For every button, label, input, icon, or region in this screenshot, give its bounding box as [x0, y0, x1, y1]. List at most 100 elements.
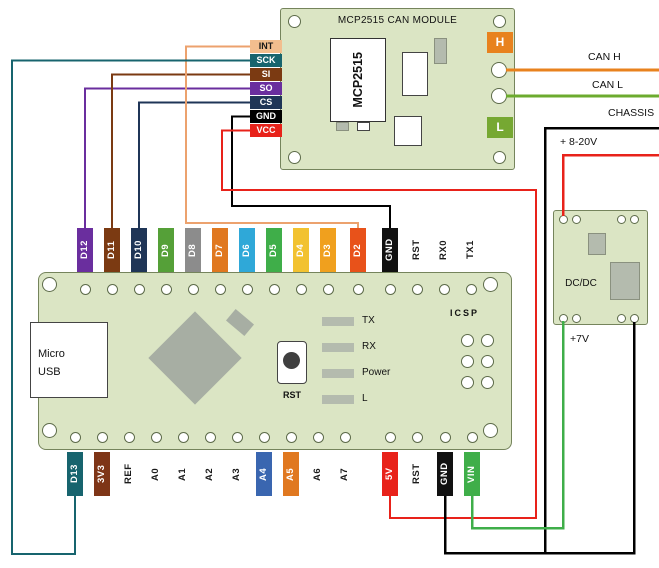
nano-top-pin-d2: D2	[350, 228, 366, 272]
reset-button-cap	[283, 352, 300, 369]
supply-input-label: + 8-20V	[560, 136, 598, 148]
mcp-pin-sck: SCK	[250, 54, 282, 67]
pin-hole	[491, 62, 507, 78]
mcp-pin-cs: CS	[250, 96, 282, 109]
reset-label: RST	[283, 390, 301, 400]
nano-top-pin-d10: D10	[131, 228, 147, 272]
led-label-l: L	[362, 393, 368, 404]
wire-si-to-d11	[111, 73, 252, 234]
pin-hole	[384, 283, 396, 295]
icsp-label: ICSP	[450, 308, 480, 318]
mcp-pin-gnd: GND	[250, 110, 282, 123]
pin-hole	[177, 431, 189, 443]
pin-hole	[411, 283, 423, 295]
nano-bottom-pin-a5: A5	[283, 452, 299, 496]
smd-component	[402, 52, 428, 96]
nano-bottom-pin-5v: 5V	[382, 452, 398, 496]
nano-bottom-pin-a7: A7	[339, 467, 350, 481]
nano-bottom-pin-d13: D13	[67, 452, 83, 496]
pin-hole	[629, 214, 639, 224]
pin-hole	[322, 283, 334, 295]
pin-hole	[258, 431, 270, 443]
nano-bottom-pin-a1: A1	[177, 467, 188, 481]
nano-bottom-pin-3v3: 3V3	[94, 452, 110, 496]
pin-hole	[616, 313, 626, 323]
pin-hole	[411, 431, 423, 443]
pin-hole	[460, 333, 474, 347]
smd-component	[357, 122, 370, 131]
nano-bottom-pin-a4: A4	[256, 452, 272, 496]
dcdc-label: DC/DC	[565, 278, 597, 289]
pin-hole	[480, 354, 494, 368]
led-bar-tx	[322, 317, 354, 326]
pin-hole	[482, 276, 498, 292]
nano-bottom-pin-a2: A2	[204, 467, 215, 481]
pin-hole	[241, 283, 253, 295]
nano-top-pin-d12: D12	[77, 228, 93, 272]
nano-top-pin-tx1: TX1	[465, 240, 476, 260]
nano-bottom-pin-vin: VIN	[464, 452, 480, 496]
micro-usb-label: Micro USB	[38, 348, 65, 378]
pin-hole	[466, 431, 478, 443]
pin-hole	[558, 313, 568, 323]
pin-hole	[439, 431, 451, 443]
can-h-label: CAN H	[588, 51, 621, 63]
pin-hole	[79, 283, 91, 295]
can-terminal-l: L	[487, 117, 513, 138]
pin-hole	[106, 283, 118, 295]
nano-bottom-pin-a3: A3	[231, 467, 242, 481]
pin-hole	[465, 283, 477, 295]
pin-hole	[41, 422, 57, 438]
nano-top-pin-d5: D5	[266, 228, 282, 272]
wire-so-to-d12	[84, 87, 252, 234]
nano-bottom-pin-a0: A0	[150, 467, 161, 481]
nano-top-pin-gnd: GND	[382, 228, 398, 272]
pin-hole	[150, 431, 162, 443]
pin-hole	[287, 150, 301, 164]
pin-hole	[492, 150, 506, 164]
pin-hole	[571, 214, 581, 224]
mcp-pin-vcc: VCC	[250, 124, 282, 137]
pin-hole	[160, 283, 172, 295]
mcp-module-title: MCP2515 CAN MODULE	[337, 15, 458, 26]
pin-hole	[460, 354, 474, 368]
pin-hole	[133, 283, 145, 295]
mcp-pin-si: SI	[250, 68, 282, 81]
pin-hole	[352, 283, 364, 295]
nano-top-pin-d11: D11	[104, 228, 120, 272]
pin-hole	[616, 214, 626, 224]
pin-hole	[204, 431, 216, 443]
smd-component	[336, 122, 349, 131]
pin-hole	[571, 313, 581, 323]
nano-top-pin-d3: D3	[320, 228, 336, 272]
pin-hole	[187, 283, 199, 295]
pin-hole	[558, 214, 568, 224]
wire-chassis	[543, 126, 659, 553]
can-l-label: CAN L	[592, 79, 623, 91]
mcp2515-chip-label: MCP2515	[351, 52, 365, 108]
led-bar-l	[322, 395, 354, 404]
led-bar-power	[322, 369, 354, 378]
pin-hole	[480, 375, 494, 389]
nano-bottom-pin-gnd: GND	[437, 452, 453, 496]
led-label-rx: RX	[362, 341, 376, 352]
chassis-label: CHASSIS	[608, 107, 655, 119]
nano-top-pin-d7: D7	[212, 228, 228, 272]
pin-hole	[438, 283, 450, 295]
pin-hole	[492, 14, 506, 28]
pin-hole	[268, 283, 280, 295]
smd-component	[434, 38, 447, 64]
mcp-pin-so: SO	[250, 82, 282, 95]
pin-hole	[491, 88, 507, 104]
pin-hole	[287, 14, 301, 28]
pin-hole	[482, 422, 498, 438]
nano-top-pin-rst: RST	[411, 239, 422, 261]
pin-hole	[339, 431, 351, 443]
nano-bottom-pin-ref: REF	[123, 463, 134, 485]
nano-top-pin-d8: D8	[185, 228, 201, 272]
nano-top-pin-rx0: RX0	[438, 240, 449, 260]
dcdc-component	[610, 262, 640, 300]
smd-component	[394, 116, 422, 146]
can-terminal-h: H	[487, 32, 513, 53]
pin-hole	[285, 431, 297, 443]
